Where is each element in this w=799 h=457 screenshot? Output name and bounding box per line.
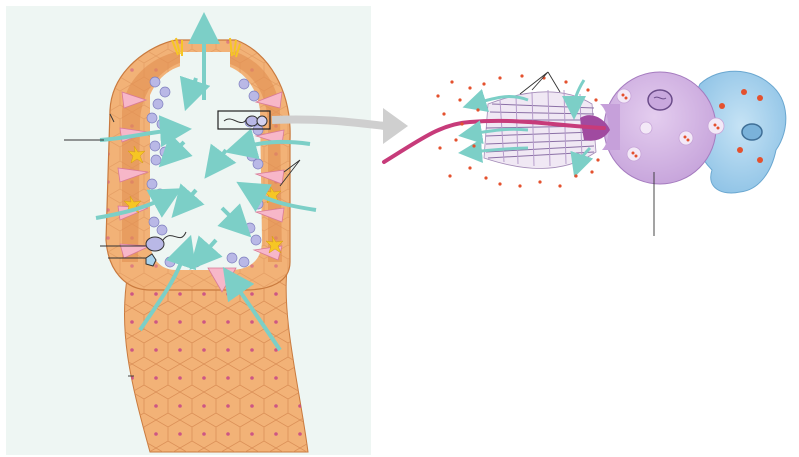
arrow-icon: [222, 266, 282, 352]
zoom-box: [217, 110, 271, 130]
sponge-body: [64, 12, 317, 453]
arrow-icon: [562, 79, 587, 120]
leader-lines-left: [64, 113, 301, 377]
labeled-cells-left: [145, 231, 187, 267]
water-flow-arrows-right: [458, 79, 594, 178]
zoom-box-cell: [223, 115, 268, 127]
arrow-icon: [458, 139, 529, 163]
leader-lines-right: [519, 71, 655, 236]
food-particles: [436, 74, 600, 188]
collar-cell-body: [603, 71, 717, 185]
arrow-icon: [171, 183, 205, 219]
arrow-icon: [138, 234, 197, 332]
arrow-icon: [458, 120, 529, 145]
arrow-icon: [570, 146, 594, 178]
nucleus: [647, 89, 673, 111]
arrow-icon: [189, 235, 223, 270]
zoom-arrow-icon: [271, 108, 408, 144]
arrow-icon: [224, 128, 311, 160]
arrow-icon: [236, 181, 317, 212]
arrow-icon: [179, 75, 211, 112]
arrow-icon: [99, 115, 192, 148]
spicule-cluster: [171, 37, 241, 58]
choanocyte-detail: [382, 70, 787, 236]
arrow-icon: [95, 188, 182, 220]
arrow-icon: [462, 89, 529, 112]
water-flow-arrows-left: [95, 12, 317, 352]
arrow-icon: [158, 133, 193, 168]
arrow-icon: [217, 203, 252, 238]
arrow-icon: [204, 143, 237, 179]
